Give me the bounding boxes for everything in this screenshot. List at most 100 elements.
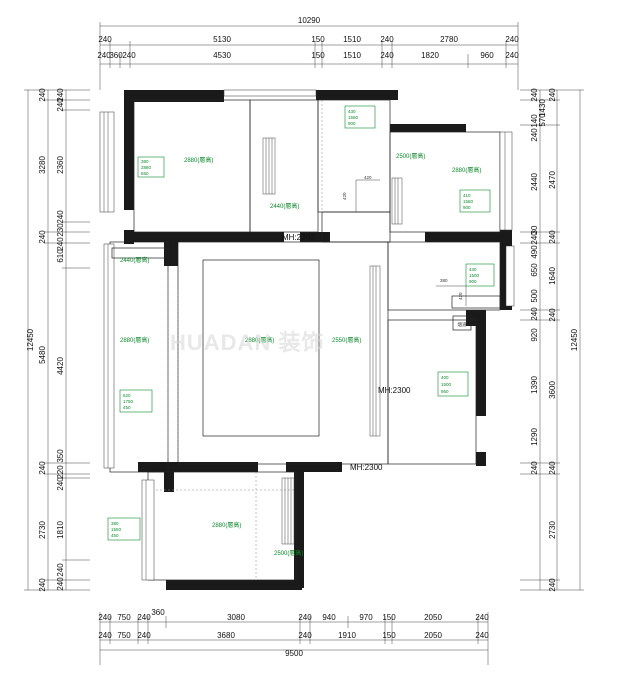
svg-text:650: 650	[141, 171, 149, 176]
dim-t2-5: 1510	[343, 51, 361, 60]
dim-r1-0: 140	[530, 114, 539, 128]
dim-t2-4: 150	[311, 51, 325, 60]
legend-block-3: 430 1500 900	[465, 263, 495, 287]
dim-t1-4: 240	[380, 35, 394, 44]
ceiling-label-living-mid: 2880(層高)	[245, 336, 274, 344]
dim-l1-6: 240	[38, 578, 47, 592]
mh-label-3: MH:2300	[350, 463, 383, 472]
dim-r1-5: 240	[548, 308, 557, 322]
dim-b1-8: 2050	[424, 613, 442, 622]
svg-text:400: 400	[441, 375, 449, 380]
dim-l2-7: 4420	[56, 357, 65, 375]
legend-block-6: 380 1550 450	[107, 517, 141, 541]
legend-blocks: 380 2880 650 410 1560 900 430 1550 900 4…	[107, 105, 495, 541]
dim-l2-13: 240	[56, 577, 65, 591]
dim-bottom-extra: 360	[151, 608, 165, 617]
dim-b2-8: 240	[475, 631, 489, 640]
dim-l2-2: 2360	[56, 156, 65, 174]
dim-r2-3: 240	[530, 128, 539, 142]
dim-b2-0: 240	[98, 631, 112, 640]
svg-text:450: 450	[111, 533, 119, 538]
dim-t1-2: 150	[311, 35, 325, 44]
dim-l2-5: 610	[56, 249, 65, 263]
svg-text:430: 430	[469, 267, 477, 272]
dim-b1-7: 150	[382, 613, 396, 622]
svg-text:450: 450	[123, 405, 131, 410]
watermark: HUADAN 装饰	[170, 330, 324, 355]
dim-b2-6: 150	[382, 631, 396, 640]
dim-r2-8: 650	[530, 263, 539, 277]
fixtures: 烟道	[111, 137, 501, 545]
dim-l2-3: 240	[56, 210, 65, 224]
dim-b1-3: 3080	[227, 613, 245, 622]
windows	[99, 89, 515, 581]
dim-overall-bottom: 9500	[285, 649, 303, 658]
dim-l1-0: 240	[38, 88, 47, 102]
flue-sign-box	[452, 315, 472, 331]
dim-t2-2: 240	[122, 51, 136, 60]
mh-label-1: MH:2300	[282, 233, 315, 242]
dim-t2-6: 240	[380, 51, 394, 60]
legend-block-1: 410 1560 900	[459, 189, 491, 213]
ceiling-label-bed2b: 2880(層高)	[452, 166, 481, 174]
svg-text:2880: 2880	[141, 165, 152, 170]
legend-block-0: 380 2880 650	[137, 156, 165, 178]
dim-r2-2: 570	[538, 113, 547, 127]
dim-t1-6: 240	[505, 35, 519, 44]
dim-r1-8: 2730	[548, 521, 557, 539]
dim-b1-1: 750	[117, 613, 131, 622]
svg-text:620: 620	[123, 393, 131, 398]
dim-b1-2: 240	[137, 613, 151, 622]
dim-l2-12: 240	[56, 563, 65, 577]
dim-r2-1: 1430	[538, 99, 547, 117]
dim-l1-3: 5480	[38, 346, 47, 364]
top-dimensions: 10290 240 5130 150 1510 240 2780 240 240…	[97, 16, 519, 90]
dim-l1-2: 240	[38, 230, 47, 244]
ceiling-label-master: 2880(層高)	[184, 156, 213, 164]
small-dim-4: 420	[458, 292, 463, 300]
dim-b1-9: 240	[475, 613, 489, 622]
svg-text:410: 410	[463, 193, 471, 198]
ceiling-label-left-upper: 2440(層高)	[120, 256, 149, 264]
dim-b2-2: 240	[137, 631, 151, 640]
dim-l1-4: 240	[38, 461, 47, 475]
dim-b2-5: 1910	[338, 631, 356, 640]
svg-text:900: 900	[463, 205, 471, 210]
ceiling-label-living-right: 2550(層高)	[332, 336, 361, 344]
dim-l2-0: 240	[56, 88, 65, 102]
dim-l2-4: 230	[56, 223, 65, 237]
dim-t2-8: 960	[480, 51, 494, 60]
svg-text:1550: 1550	[111, 527, 122, 532]
dim-r1-7: 240	[548, 461, 557, 475]
dim-t1-0: 240	[98, 35, 112, 44]
dim-r1-2: 2470	[548, 171, 557, 189]
svg-text:950: 950	[441, 389, 449, 394]
svg-text:1500: 1500	[441, 382, 452, 387]
mh-labels: MH:2300 MH:2300 MH:2300	[282, 233, 411, 472]
dim-r1-4: 1640	[548, 267, 557, 285]
dim-t2-9: 240	[505, 51, 519, 60]
bottom-dimensions: 360 240 750 240 3080 240 940 970 150 205…	[98, 608, 489, 665]
dim-t2-3: 4530	[213, 51, 231, 60]
flue-sign-text: 烟道	[458, 321, 467, 328]
dim-r2-7: 490	[530, 245, 539, 259]
dim-r2-6: 240	[530, 231, 539, 245]
dim-t1-1: 5130	[213, 35, 231, 44]
dim-r1-9: 240	[548, 578, 557, 592]
dim-l2-8: 350	[56, 449, 65, 463]
dim-r2-12: 1390	[530, 376, 539, 394]
mh-label-2: MH:2300	[378, 386, 411, 395]
dim-r2-14: 240	[530, 461, 539, 475]
dim-r1-1: 240	[548, 88, 557, 102]
small-dim-1: 420	[364, 175, 372, 180]
dim-r2-0: 240	[530, 88, 539, 102]
dim-l2-6: 240	[56, 237, 65, 251]
dim-t1-3: 1510	[343, 35, 361, 44]
legend-block-2: 430 1550 900	[344, 105, 376, 129]
dim-r2-11: 920	[530, 328, 539, 342]
dim-r2-4: 2440	[530, 173, 539, 191]
dim-r2-9: 500	[530, 289, 539, 303]
dim-l2-9: 220	[56, 465, 65, 479]
dim-t2-7: 1820	[421, 51, 439, 60]
